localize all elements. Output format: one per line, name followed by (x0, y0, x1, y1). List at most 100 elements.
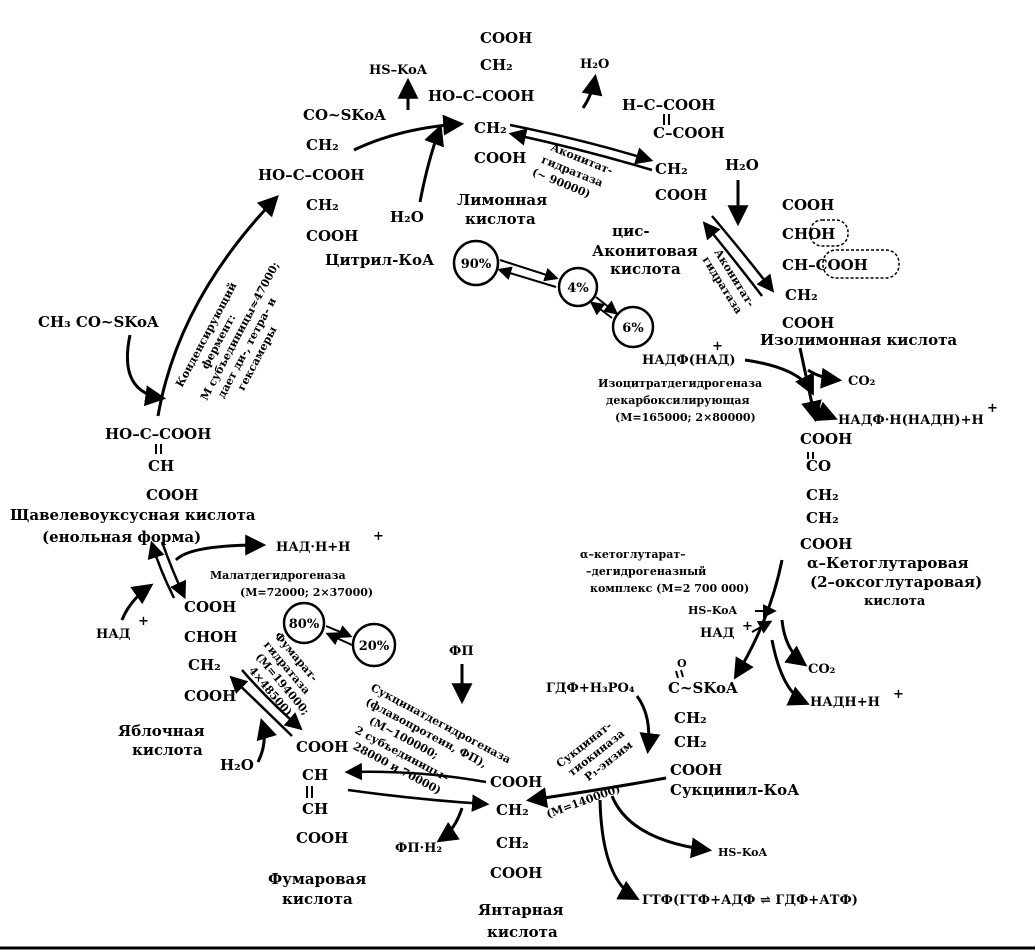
formula-line: CO~SKoA (303, 106, 386, 124)
formula-line: CH₂ (474, 119, 507, 137)
formula-line: O (677, 657, 687, 670)
equilibrium-arrow (497, 266, 557, 288)
double-bond (675, 670, 679, 679)
succinate-structure: COOH CH₂ CH₂ COOH Янтарная кислота (478, 773, 564, 941)
formula-line: CHOH (184, 628, 237, 646)
compound-name: кислота (610, 260, 681, 278)
enzyme-label: Изоцитратдегидрогеназа (598, 377, 762, 390)
plus-sign: + (742, 619, 753, 634)
cis-aconitate-structure: H–C–COOH C–COOH CH₂ COOH цис- Аконитовая… (592, 96, 725, 278)
cofactor-label: НАДФ(НАД) (642, 353, 736, 368)
formula-line: CH₂ (674, 709, 707, 727)
akg-structure: COOH CO CH₂ CH₂ COOH α–Кетоглутаровая (2… (800, 430, 982, 609)
formula-line: CH (148, 457, 174, 475)
formula-line: HO–C–COOH (105, 425, 211, 443)
enzyme-label: комплекс (M=2 700 000) (590, 582, 749, 595)
formula-line: COOH (474, 149, 526, 167)
co2-label: CO₂ (848, 374, 875, 389)
enzyme-label: Малатдегидрогеназа (210, 569, 346, 582)
double-bond (680, 669, 684, 678)
succinyl-coa-structure: O C~SKoA CH₂ CH₂ COOH Сукцинил-КоА (668, 657, 800, 799)
compound-name: Аконитовая (592, 242, 698, 260)
enzyme-label: декарбоксилирующая (606, 394, 750, 407)
scs-main-arrow (525, 776, 667, 809)
gtp-out-arrow (598, 799, 640, 900)
equilibrium-percent: 20% (359, 639, 390, 654)
equilibrium-percent: 80% (289, 617, 320, 632)
enzyme-label: α–кетоглутарат– (580, 548, 686, 561)
formula-line: CH₂ (306, 196, 339, 214)
h2o-label: H₂O (220, 756, 254, 774)
plus-sign: + (138, 614, 149, 629)
gdp-in-arrow (635, 695, 661, 755)
formula-line: CHOH (782, 225, 835, 243)
nad-label: НАД (700, 626, 734, 641)
hskoa-label: HS–KoA (718, 846, 767, 859)
formula-line: COOH (184, 687, 236, 705)
compound-name: Сукцинил-КоА (670, 781, 800, 799)
equilibrium-percent: 6% (622, 321, 644, 336)
formula-line: CH₂ (806, 486, 839, 504)
compound-name: цис- (612, 222, 650, 240)
compound-name: (енольная форма) (42, 528, 201, 546)
akgdh-main-arrow (733, 559, 784, 680)
gdp-label: ГДФ+H₃PO₄ (546, 681, 635, 696)
h2o-in-arrow (418, 124, 444, 203)
compound-name: (2–оксоглутаровая) (810, 573, 982, 591)
formula-line: CH (302, 800, 328, 818)
h2o-out-arrow (581, 73, 603, 109)
equilibrium-percent: 4% (567, 281, 589, 296)
fumarase-label: Фумарат- гидратаза (M=194000; 4×48500) (246, 630, 321, 719)
compound-name: кислота (864, 594, 926, 609)
formula-line: COOH (146, 486, 198, 504)
fph2-out-arrow (436, 807, 464, 843)
fumarate-structure: COOH CH CH COOH Фумаровая кислота (268, 738, 366, 908)
nadph-label: НАДФ·Н(НАДН)+Н (838, 413, 984, 428)
malate-structure: COOH CHOH CH₂ COOH Яблочная кислота (118, 598, 237, 759)
citrate-structure: COOH CH₂ HO–C–COOH CH₂ COOH Лимонная кис… (428, 29, 547, 228)
plus-sign: + (712, 339, 723, 354)
highlight-oh (809, 219, 849, 247)
equilibrium-top: 90% 4% 6% (452, 239, 655, 349)
formula-line: CH₂ (785, 286, 818, 304)
formula-line: COOH (655, 186, 707, 204)
nadh-label: НАД·Н+Н (276, 540, 350, 555)
nadph-out-arrow (810, 401, 838, 422)
h2o-out-label: H₂O (580, 57, 609, 72)
compound-name: кислота (465, 210, 536, 228)
formula-line: CH₂ (655, 160, 688, 178)
formula-line: CH₂ (674, 733, 707, 751)
h2o-in-label: H₂O (390, 208, 424, 226)
aconitase2-reverse-arrow (702, 221, 763, 297)
plus-sign: + (893, 687, 904, 702)
co2-label: CO₂ (808, 662, 835, 677)
compound-name: кислота (132, 741, 203, 759)
equilibrium-circle (611, 305, 655, 349)
formula-line: CH₂ (806, 509, 839, 527)
h2o-in-label: H₂O (725, 156, 759, 174)
formula-line: CH₂ (188, 656, 221, 674)
aconitase-label-2: Аконитат- гидратаза (700, 247, 758, 317)
h2o-arrow (256, 717, 277, 763)
formula-line: C~SKoA (668, 679, 738, 697)
nadh-out-arrow (174, 534, 267, 562)
equilibrium-circle (282, 601, 326, 645)
oxaloacetate-structure: HO–C–COOH CH COOH Щавелевоуксусная кисло… (10, 425, 256, 546)
nad-label: НАД (96, 627, 130, 642)
equilibrium-bottom: 80% 20% (282, 601, 397, 668)
compound-name: Лимонная (457, 191, 547, 209)
formula-line: COOH (490, 864, 542, 882)
formula-line: C–COOH (653, 124, 725, 142)
enzyme-label: (M=165000; 2×80000) (615, 411, 756, 424)
formula-line: COOH (480, 29, 532, 47)
co2-out-arrow (807, 367, 843, 389)
hskoa-out-arrow (610, 795, 713, 859)
mdh-forward-arrow (147, 540, 176, 599)
nad-in-arrow (120, 583, 154, 621)
formula-line: CH₂ (480, 56, 513, 74)
gtp-label: ГТФ(ГТФ+АДФ ⇌ ГДФ+АТФ) (642, 893, 858, 908)
compound-name: Щавелевоуксусная кислота (10, 506, 256, 524)
compound-name: Фумаровая (268, 870, 366, 888)
formula-line: COOH (670, 761, 722, 779)
equilibrium-arrow (589, 301, 613, 319)
